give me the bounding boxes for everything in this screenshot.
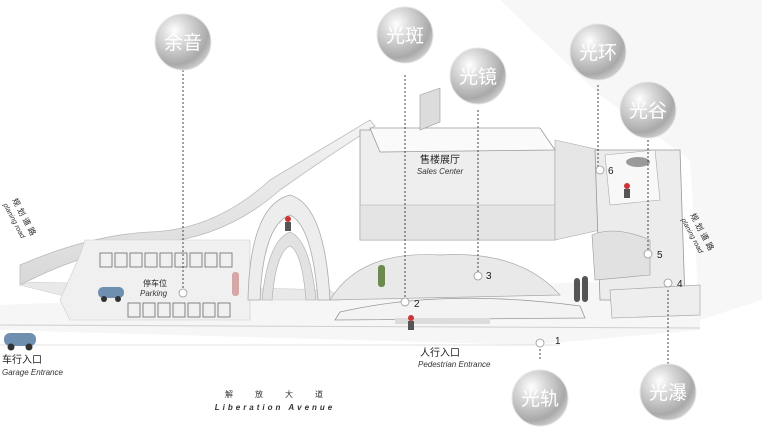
marker-number-3: 3: [486, 271, 492, 282]
arch-structures: [247, 194, 331, 301]
parking-stalls-bottom: [127, 302, 231, 318]
runner-icon: [285, 216, 291, 231]
marker-number-2: 2: [414, 299, 420, 310]
sales-center-label-cn: 售楼展厅: [420, 153, 460, 166]
bubble-label: 光谷: [629, 100, 667, 122]
garage-entrance-label-en: Garage Entrance: [2, 368, 63, 377]
runner-icon: [408, 315, 414, 330]
person-icon: [574, 278, 580, 302]
bubble-guanggu: 光谷: [619, 81, 677, 139]
sales-center-building: [329, 87, 601, 301]
marker-number-5: 5: [657, 250, 663, 261]
bubble-guangpu: 光瀑: [639, 363, 697, 421]
parking-label-cn: 停车位: [143, 278, 167, 288]
runner-icon: [624, 183, 630, 198]
entrance-canopy: [334, 297, 586, 324]
bubble-guangban: 光斑: [376, 6, 434, 64]
marker-number-1: 1: [555, 336, 561, 347]
marker-number-4: 4: [677, 279, 683, 290]
bubble-label: 光轨: [521, 388, 559, 410]
sales-center-label-en: Sales Center: [417, 167, 464, 176]
leader-lines: [182, 70, 669, 365]
courtyard-block: [591, 149, 701, 319]
avenue-label-en: Liberation Avenue: [215, 403, 336, 412]
bubble-guanggui: 光轨: [511, 369, 569, 427]
bubble-label: 光瀑: [649, 382, 687, 404]
car-icon: [98, 287, 124, 302]
marker-number-6: 6: [608, 166, 614, 177]
garage-entrance-label-cn: 车行入口: [2, 353, 42, 366]
parking-label-en: Parking: [140, 289, 168, 298]
bubble-guanghuan: 光环: [569, 23, 627, 81]
bubble-yuyin: 余音: [154, 13, 212, 71]
marker-dots: [178, 165, 673, 348]
bubble-label: 光镜: [459, 66, 497, 88]
person-icon: [582, 276, 588, 302]
person-icon: [232, 272, 239, 296]
car-icon: [4, 333, 36, 351]
bubble-label: 光斑: [386, 25, 424, 47]
parking-area: [59, 239, 251, 321]
bubble-guangjing: 光镜: [449, 47, 507, 105]
pedestrian-entrance-label-cn: 人行入口: [420, 346, 460, 359]
parking-stalls-top: [99, 252, 233, 268]
front-road: [0, 324, 701, 346]
avenue-label-cn: 解 放 大 道: [225, 389, 325, 399]
person-icon: [378, 265, 385, 287]
bubble-label: 光环: [579, 42, 617, 64]
pedestrian-entrance-label-en: Pedestrian Entrance: [418, 360, 491, 369]
bubble-label: 余音: [164, 32, 202, 54]
